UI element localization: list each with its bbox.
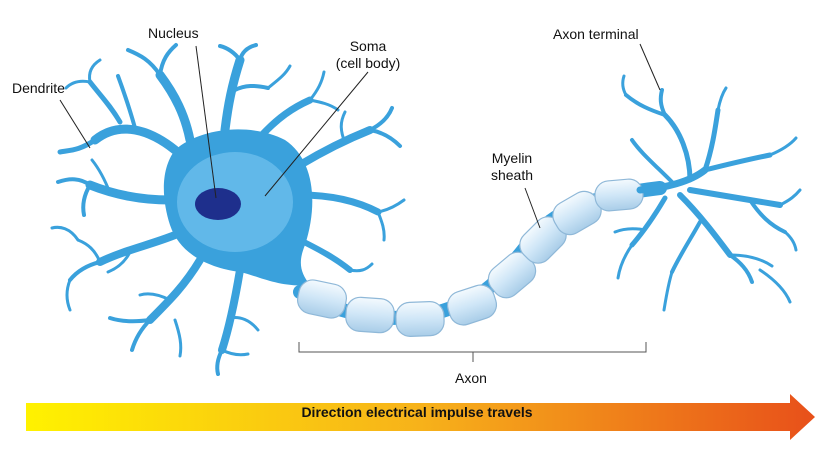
label-nucleus: Nucleus: [148, 25, 199, 41]
label-axon-terminal: Axon terminal: [553, 26, 639, 42]
leader-myelin: [524, 187, 541, 229]
direction-arrow-label: Direction electrical impulse travels: [301, 404, 533, 420]
label-soma-line2: (cell body): [335, 55, 401, 71]
direction-arrow: [26, 394, 815, 440]
leader-dendrite: [59, 99, 91, 149]
nucleus-shape: [195, 188, 241, 220]
label-soma: Soma (cell body): [326, 38, 410, 72]
label-myelin-line1: Myelin: [491, 150, 533, 166]
leader-lines: [59, 43, 661, 229]
axon-bracket: [298, 342, 647, 362]
label-axon: Axon: [455, 370, 487, 386]
dendrites: [50, 43, 406, 376]
leader-axon-terminal: [639, 43, 661, 91]
label-myelin-line2: sheath: [490, 167, 534, 183]
label-myelin-sheath: Myelin sheath: [480, 150, 544, 184]
label-soma-line1: Soma: [349, 38, 387, 54]
soma: [163, 129, 313, 286]
myelin-segments: [296, 178, 644, 337]
leader-nucleus: [195, 45, 217, 199]
axon-terminal-branches: [613, 74, 802, 312]
leader-soma: [264, 71, 369, 197]
label-dendrite: Dendrite: [12, 80, 65, 96]
axon: [293, 178, 667, 337]
